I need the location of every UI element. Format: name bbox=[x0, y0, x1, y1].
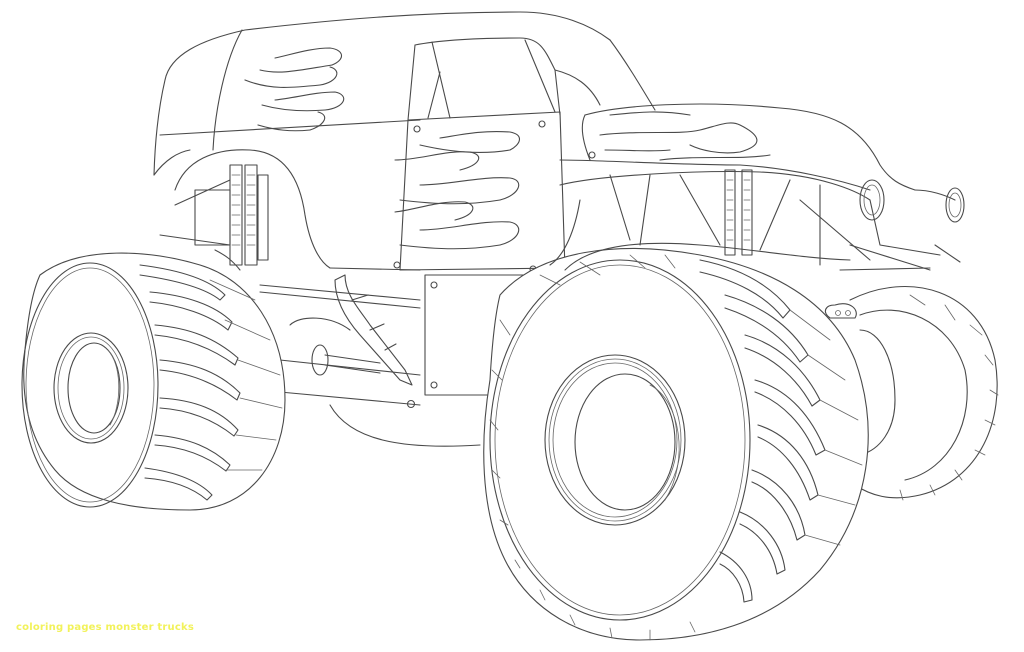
truck-hood bbox=[559, 103, 965, 271]
front-right-tire bbox=[483, 247, 869, 641]
headlight-right bbox=[945, 187, 965, 223]
front-left-tire bbox=[21, 252, 286, 511]
exhaust-pipe bbox=[334, 274, 413, 386]
rim bbox=[544, 354, 686, 526]
watermark-text: coloring pages monster trucks bbox=[16, 622, 194, 633]
flame-decals-bed bbox=[244, 47, 345, 132]
truck-bed bbox=[153, 11, 611, 271]
flame-decals-hood bbox=[599, 111, 771, 161]
shock-absorbers-front bbox=[679, 169, 931, 319]
rear-right-tire bbox=[849, 286, 999, 501]
chassis-frame bbox=[259, 284, 481, 447]
front-frame bbox=[549, 174, 851, 271]
headlight-left bbox=[859, 179, 885, 221]
shock-absorbers-rear bbox=[159, 164, 269, 266]
flame-decals-door bbox=[394, 131, 520, 250]
rim bbox=[53, 332, 129, 444]
